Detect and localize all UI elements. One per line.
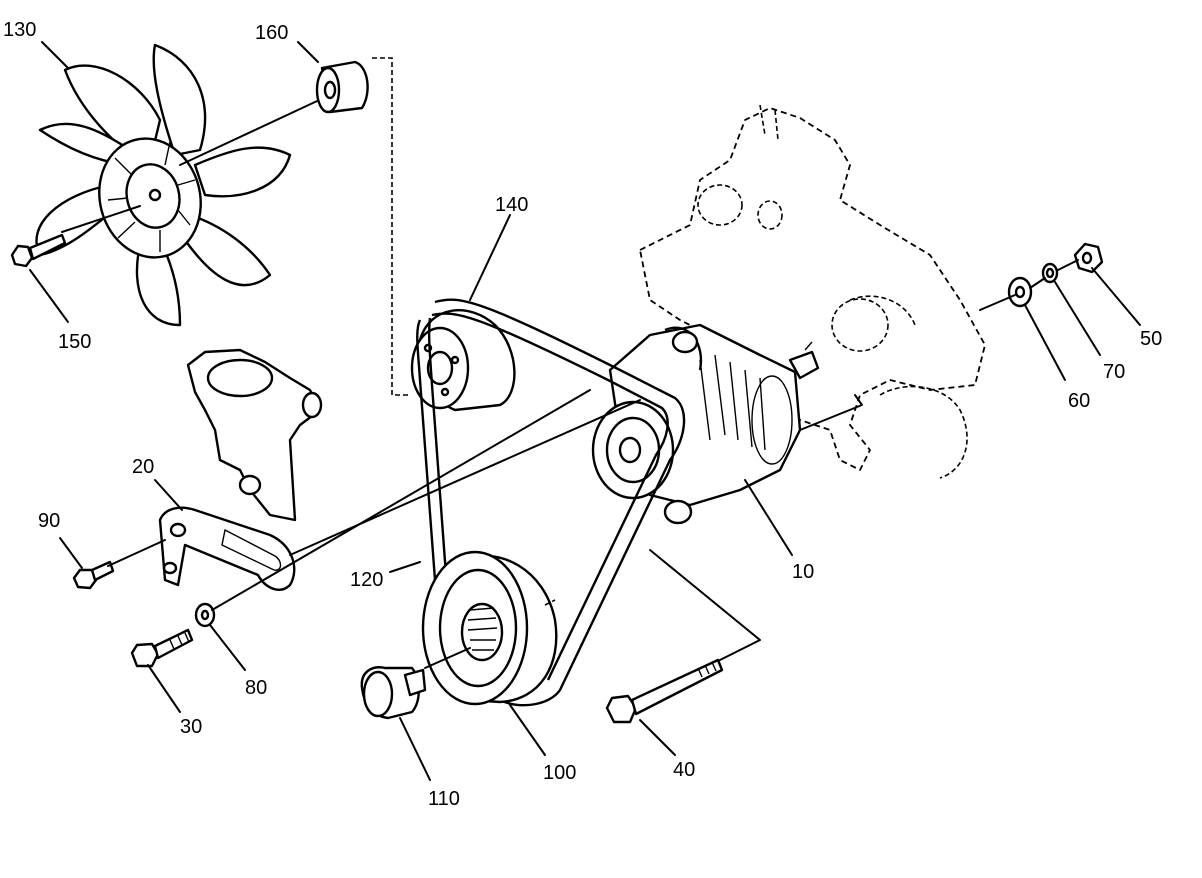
callout-50: 50 <box>1140 328 1162 350</box>
callout-110: 110 <box>428 788 460 810</box>
lock-washer-70 <box>1041 262 1059 284</box>
fan-spacer <box>315 60 369 114</box>
alternator <box>591 323 820 525</box>
crankshaft-bolt <box>360 666 427 720</box>
crankshaft-pulley <box>421 550 558 706</box>
callout-120: 120 <box>350 569 383 591</box>
callout-30: 30 <box>180 716 202 738</box>
fan-axis-line <box>179 94 331 166</box>
callout-130: 130 <box>3 19 36 41</box>
callout-90: 90 <box>38 510 60 532</box>
cooling-fan <box>35 43 292 327</box>
fan-drive-pulley <box>410 309 516 412</box>
fan-bolt-axis-line <box>61 205 141 233</box>
callout-20: 20 <box>132 456 154 478</box>
callout-160: 160 <box>255 22 288 44</box>
callout-80: 80 <box>245 677 267 699</box>
assembly-lines <box>107 57 1079 661</box>
callout-leaders <box>29 41 1141 781</box>
bolt-90 <box>72 560 115 590</box>
bolt-30 <box>130 628 194 668</box>
hex-nut-50 <box>1073 242 1104 274</box>
callout-40: 40 <box>673 759 695 781</box>
callout-150: 150 <box>58 331 91 353</box>
crank-axis-line <box>424 647 471 669</box>
callout-100: 100 <box>543 762 576 784</box>
callout-140: 140 <box>495 194 528 216</box>
water-pump-housing <box>186 348 323 522</box>
callout-10: 10 <box>792 561 814 583</box>
long-bolt <box>605 658 724 724</box>
callout-60: 60 <box>1068 390 1090 412</box>
engine-block-ghost <box>639 104 986 479</box>
flat-washer-60 <box>1007 276 1033 308</box>
fan-bolt <box>10 233 67 268</box>
alternator-bracket <box>158 506 296 591</box>
callout-70: 70 <box>1103 361 1125 383</box>
washer-80 <box>194 602 216 628</box>
callout-labels: 130 160 150 140 20 90 120 10 80 30 110 1… <box>3 19 1162 810</box>
